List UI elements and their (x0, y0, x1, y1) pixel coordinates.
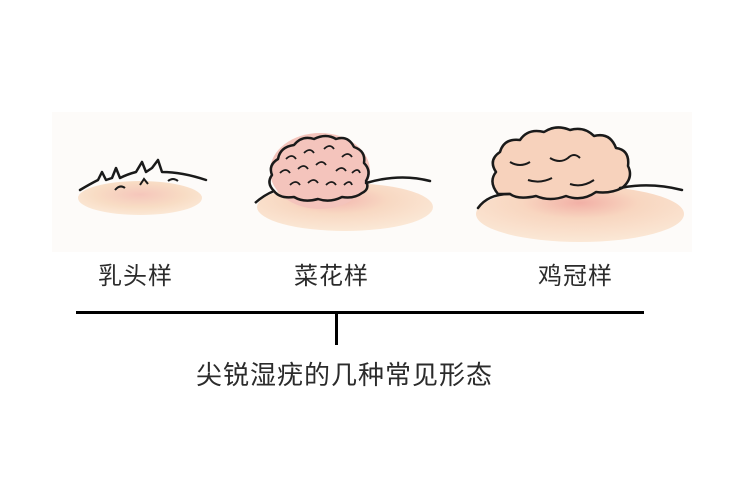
label-cockscomb: 鸡冠样 (538, 262, 613, 290)
grouping-horizontal-line (76, 311, 644, 314)
diagram-caption: 尖锐湿疣的几种常见形态 (196, 361, 494, 391)
cauliflower-wart-illustration (254, 133, 433, 231)
label-papillary: 乳头样 (98, 262, 173, 290)
grouping-vertical-stem (335, 312, 338, 345)
label-cauliflower: 菜花样 (294, 262, 369, 290)
papillary-wart-illustration (78, 158, 208, 215)
cockscomb-wart-illustration (476, 126, 684, 242)
